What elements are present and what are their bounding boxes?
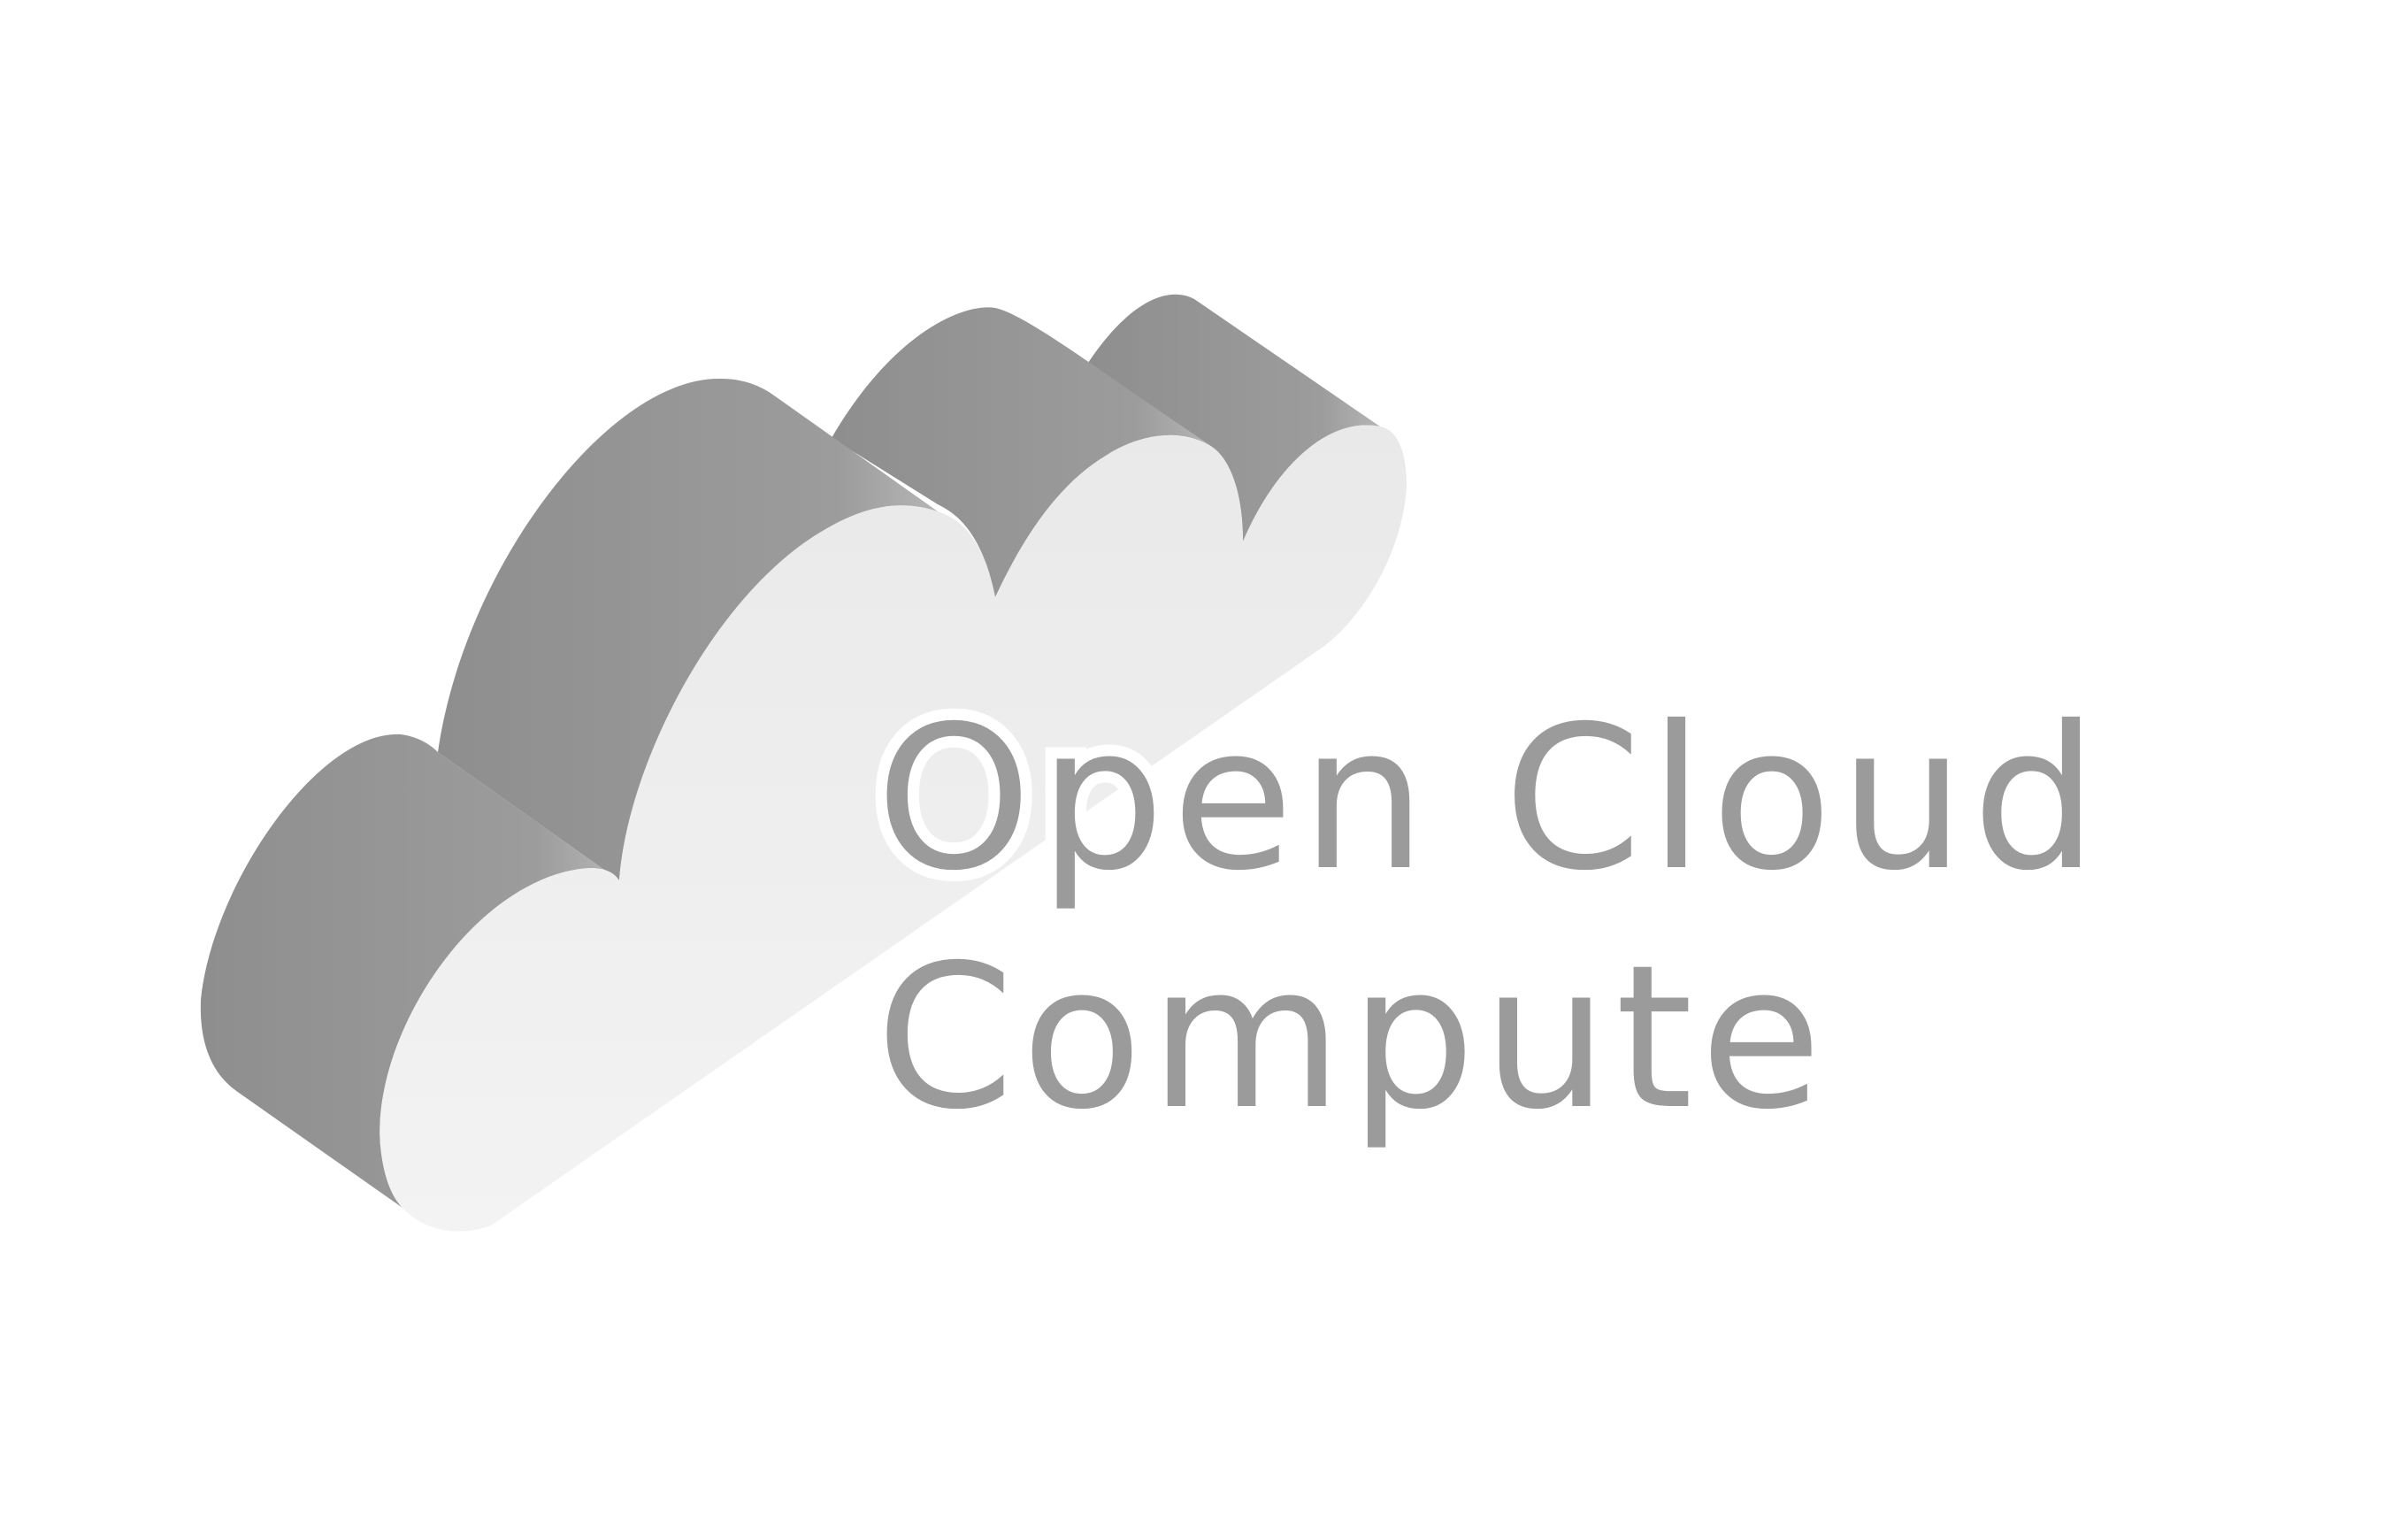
cloud-lobe-big-side — [438, 378, 938, 880]
cloud-lobe-middle-side — [832, 307, 1212, 597]
logo-text-line1: Open Cloud — [876, 683, 2105, 914]
cloud-face — [380, 425, 1407, 1232]
cloud-icon — [200, 294, 1407, 1232]
cloud-lobe-right-side — [1088, 294, 1380, 542]
logo-text-line2: Compute — [876, 922, 1829, 1153]
cloud-lobe-left-side — [200, 734, 619, 1208]
